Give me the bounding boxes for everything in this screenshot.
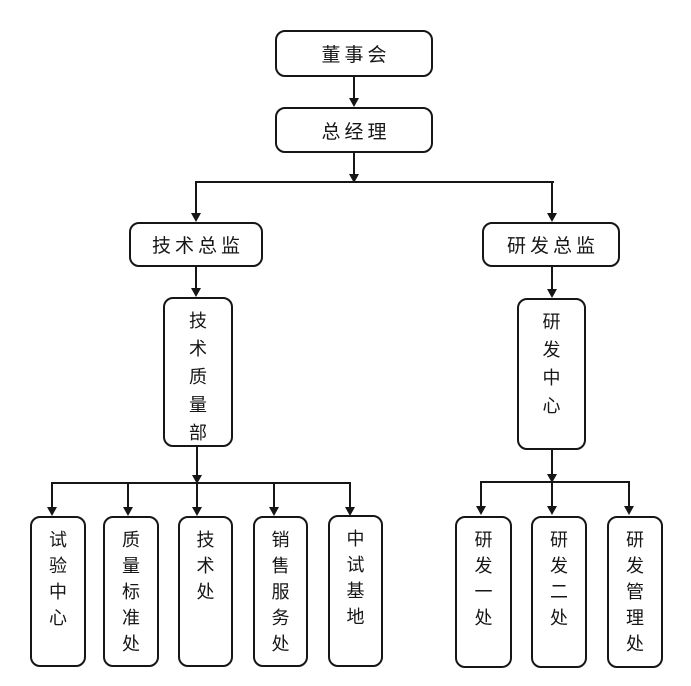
arrow-down-icon (349, 174, 359, 183)
arrow-down-icon (192, 475, 202, 484)
arrow-down-icon (192, 507, 202, 516)
node-rd-office-1: 研发一处 (455, 516, 512, 668)
node-label: 技术处 (196, 530, 215, 602)
node-pilot-test-base: 中试基地 (328, 515, 383, 667)
connector-to-pilot-base-line (349, 483, 351, 508)
connector-rddir-rdcenter-line (551, 267, 553, 290)
node-board: 董事会 (275, 30, 433, 77)
node-label: 研发管理处 (625, 530, 644, 654)
connector-top-branch-rail (195, 181, 554, 183)
node-technology-office: 技术处 (178, 516, 233, 667)
node-label: 质量标准处 (121, 530, 140, 654)
arrow-down-icon (547, 506, 557, 515)
connector-to-technology-office-line (196, 483, 198, 508)
arrow-down-icon (47, 507, 57, 516)
arrow-down-icon (345, 507, 355, 516)
arrow-down-icon (349, 98, 359, 107)
connector-to-rd-management-line (628, 482, 630, 507)
node-label: 中试基地 (346, 529, 365, 627)
connector-left-branch-rail (51, 482, 351, 484)
arrow-down-icon (191, 288, 201, 297)
connector-to-rd-office-1-line (480, 482, 482, 507)
arrow-down-icon (624, 506, 634, 515)
arrow-down-icon (269, 507, 279, 516)
arrow-down-icon (547, 213, 557, 222)
connector-to-test-center-line (51, 483, 53, 508)
node-tech-director: 技术总监 (129, 222, 263, 267)
node-rd-center: 研发中心 (517, 298, 586, 450)
node-label: 技术质量部 (188, 311, 207, 443)
node-rd-office-2: 研发二处 (531, 516, 587, 668)
connector-rdcenter-junction-line (551, 450, 553, 475)
connector-to-quality-standards-line (127, 483, 129, 508)
node-label: 销售服务处 (271, 530, 290, 654)
node-general-manager: 总经理 (275, 107, 433, 153)
arrow-down-icon (547, 289, 557, 298)
node-label: 研发二处 (549, 530, 568, 628)
node-rd-management-office: 研发管理处 (607, 516, 663, 668)
connector-techdir-tqd-line (195, 267, 197, 289)
connector-to-rd-director-line (551, 182, 553, 214)
connector-tqd-junction-line (196, 447, 198, 476)
connector-board-gm-line (353, 77, 355, 99)
connector-to-tech-director-line (195, 182, 197, 214)
connector-to-sales-service-line (273, 483, 275, 508)
arrow-down-icon (191, 213, 201, 222)
arrow-down-icon (476, 506, 486, 515)
node-rd-director: 研发总监 (482, 222, 620, 267)
node-quality-standards-office: 质量标准处 (103, 516, 159, 667)
arrow-down-icon (547, 474, 557, 483)
connector-to-rd-office-2-line (551, 482, 553, 507)
node-label: 研发中心 (542, 312, 561, 416)
node-sales-service-office: 销售服务处 (253, 516, 308, 667)
connector-gm-junction-line (353, 153, 355, 175)
node-label: 试验中心 (48, 530, 67, 628)
node-test-center: 试验中心 (30, 516, 86, 667)
arrow-down-icon (123, 507, 133, 516)
node-tech-quality-dept: 技术质量部 (163, 297, 233, 447)
connector-right-branch-rail (480, 481, 630, 483)
node-label: 研发一处 (474, 530, 493, 628)
